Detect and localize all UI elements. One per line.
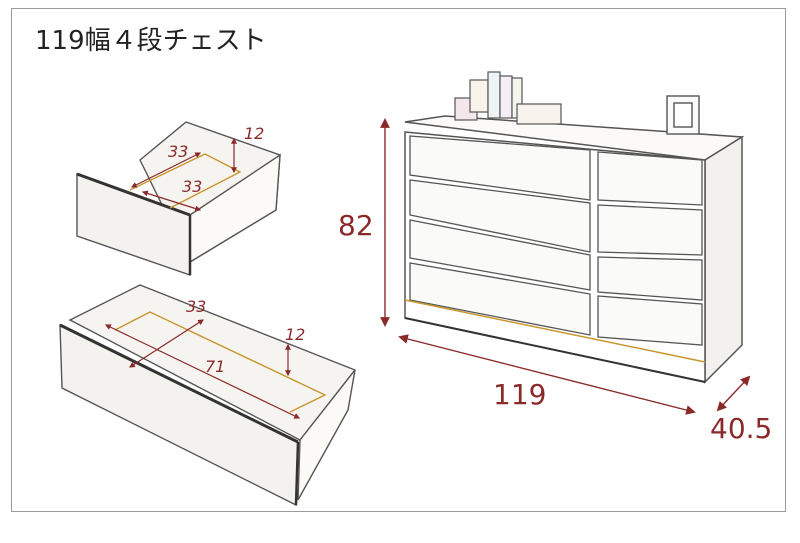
chest-drawer-fronts bbox=[409, 135, 703, 346]
page-title: 119幅４段チェスト bbox=[35, 26, 267, 56]
chest-width-label: 119 bbox=[493, 378, 546, 411]
chest-height-label: 82 bbox=[338, 209, 374, 242]
large-drawer-inner-depth: 33 bbox=[186, 297, 206, 316]
diagram-frame bbox=[11, 8, 786, 512]
small-drawer-dimension-lines bbox=[130, 137, 237, 212]
books-object bbox=[454, 71, 562, 125]
large-drawer-inner-height: 12 bbox=[285, 325, 305, 344]
small-drawer-inner-width: 33 bbox=[168, 142, 188, 161]
small-drawer-inner-height: 12 bbox=[244, 124, 264, 143]
small-drawer-inner-depth: 33 bbox=[182, 177, 202, 196]
photo-frame-object bbox=[666, 95, 700, 135]
chest-depth-label: 40.5 bbox=[710, 412, 772, 445]
large-drawer-dimension-lines bbox=[104, 319, 301, 419]
chest-illustration bbox=[404, 71, 745, 384]
large-drawer-illustration bbox=[59, 284, 357, 507]
chest-dimension-lines bbox=[380, 118, 751, 415]
large-drawer-inner-width: 71 bbox=[205, 357, 225, 376]
